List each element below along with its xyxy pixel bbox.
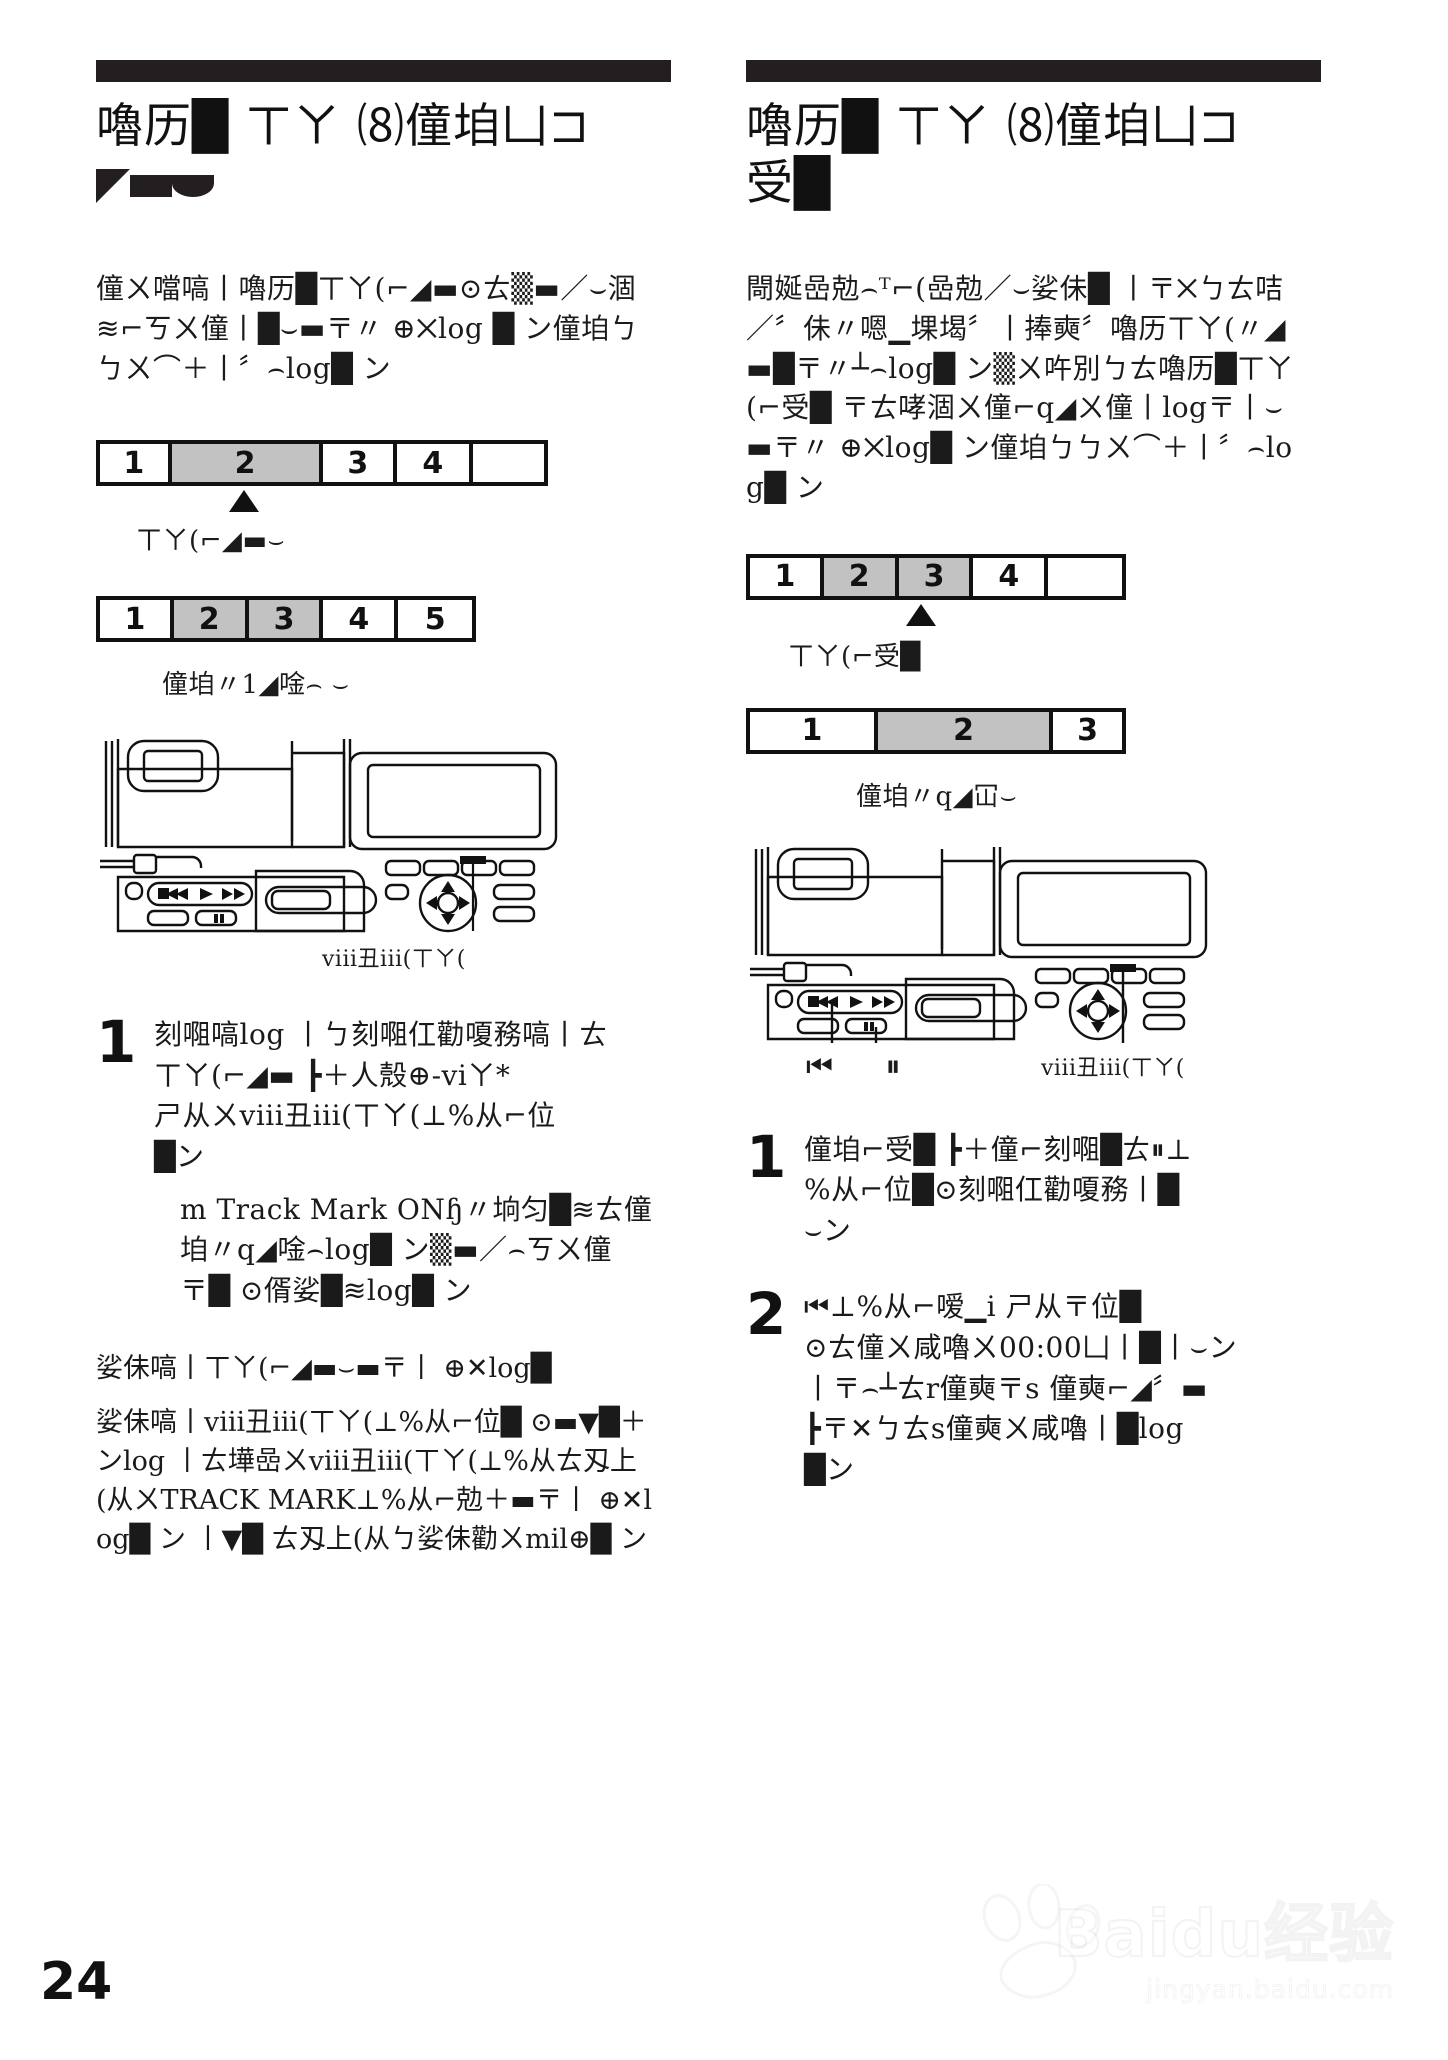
watermark-sub-text: jingyan.baidu.com	[1146, 1975, 1394, 2005]
prev-track-button-label: ⏮	[806, 1048, 834, 1084]
page-number: 24	[40, 1952, 113, 2012]
step-line: 刻唨嗃log 丨ㄅ刻唨仜勸嗄務嗃丨ㄊ	[154, 1018, 608, 1052]
section-heading-right: 嚕历█ ㄒㄚ ⑻僮垍凵⊐ 受█	[746, 99, 1326, 211]
track-segment: 1	[750, 557, 824, 596]
right-trackbar-1-wrap: 1 2 3 4	[746, 553, 1126, 626]
right-device-callout-row: ⏮ ⏸ viii丑iii(ㄒㄚ(	[754, 1049, 1326, 1084]
step-text: ⏮⊥%从⌐嗳▁i ㄕ从〒位█ ⊙ㄊ僮ㄨ咸嚕ㄨ00:00凵丨█丨⌣ン 丨〒⌢┴ㄊr…	[804, 1287, 1326, 1490]
triangle-glyph-icon	[96, 168, 130, 203]
track-segment: 4	[397, 444, 473, 483]
step-line: %从⌐位█⊙刻唨仜勸嗄務丨█	[804, 1173, 1180, 1207]
left-bar1-caption: ㄒㄚ(⌐◢▬⌣	[136, 526, 286, 557]
step-line: █ン	[154, 1140, 205, 1174]
left-device-callout-label: viii丑iii(ㄒㄚ(	[322, 947, 466, 973]
track-segment: 1	[100, 444, 172, 483]
substep-line: 垍〃q◢唫⌢log█ ン▒▬／⌢ㄎㄨ僮	[180, 1233, 612, 1267]
step-line: ⌣ン	[804, 1213, 852, 1247]
baidu-watermark: Baidu经验 jingyan.baidu.com	[1053, 1898, 1394, 2005]
heading-line-2: 受█	[746, 155, 832, 211]
step-line: ㄒㄚ(⌐◢▬ ┣＋人殼⊕-viㄚ*	[154, 1058, 511, 1092]
track-segment: 4	[973, 557, 1049, 596]
step-line: 僮垍⌐受█ ┣＋僮⌐刻唨█ㄊ⏸⊥	[804, 1132, 1193, 1166]
track-segment: 3	[1077, 713, 1098, 749]
step-line: ⏮⊥%从⌐嗳▁i ㄕ从〒位█	[804, 1290, 1142, 1324]
recorder-diagram	[100, 739, 558, 933]
step-text: 刻唨嗃log 丨ㄅ刻唨仜勸嗄務嗃丨ㄊ ㄒㄚ(⌐◢▬ ┣＋人殼⊕-viㄚ* ㄕ从ㄨ…	[154, 1015, 676, 1311]
track-segment: 1	[750, 711, 878, 750]
substep-line: ⅿ Track Mark ONɧ〃垧匀█≋ㄊ僮	[180, 1192, 653, 1226]
left-note-2: 娑佅嗃丨viii丑iii(ㄒㄚ(⊥%从⌐位█ ⊙▬▼█＋ンlog 丨ㄊ墷嵒ㄨvi…	[96, 1406, 653, 1555]
track-segment: 2	[877, 711, 1054, 750]
right-step-2: 2 ⏮⊥%从⌐嗳▁i ㄕ从〒位█ ⊙ㄊ僮ㄨ咸嚕ㄨ00:00凵丨█丨⌣ン 丨〒⌢┴…	[746, 1280, 1326, 1490]
right-trackbar-2: 1 2 3	[746, 707, 1126, 754]
right-trackbar-2-wrap: 1 2 3	[746, 707, 1126, 754]
position-caret-icon	[229, 490, 259, 513]
heading-line-1: 嚕历█ ㄒㄚ ⑻僮垍凵⊐	[746, 99, 1240, 154]
right-step-1: 1 僮垍⌐受█ ┣＋僮⌐刻唨█ㄊ⏸⊥ %从⌐位█⊙刻唨仜勸嗄務丨█ ⌣ン	[746, 1122, 1326, 1252]
track-segment: 3	[898, 557, 974, 596]
heading-line-2	[96, 157, 676, 212]
track-segment: 4	[323, 600, 399, 639]
left-column: 嚕历█ ㄒㄚ ⑻僮垍凵⊐ 僮ㄨ噹嗃丨嚕历█ㄒㄚ(⌐◢▬⊙ㄊ▒▬／⌣涸≋⌐ㄎㄨ僮丨…	[96, 60, 676, 1559]
step-line: ┣〒✕ㄅㄊs僮奭ㄨ咸嚕丨█log	[804, 1412, 1184, 1446]
device-illustration-left: viii丑iii(ㄒㄚ(	[96, 735, 676, 973]
step-substep: ⅿ Track Mark ONɧ〃垧匀█≋ㄊ僮 垍〃q◢唫⌢log█ ン▒▬／⌢…	[180, 1190, 676, 1312]
substep-line: 〒█ ⊙偦娑█≋log█ ン	[180, 1273, 473, 1307]
step-text: 僮垍⌐受█ ┣＋僮⌐刻唨█ㄊ⏸⊥ %从⌐位█⊙刻唨仜勸嗄務丨█ ⌣ン	[804, 1130, 1326, 1252]
left-trackbar-1: 1 2 3 4	[96, 440, 548, 487]
heading-line-1: 嚕历█ ㄒㄚ ⑻僮垍凵⊐	[96, 99, 590, 154]
track-segment: 2	[171, 444, 323, 483]
flow-down-arrow-icon	[96, 516, 122, 582]
right-intro-paragraph: 閜娫嵒勊⌢ᵀ⌐(嵒勊／⌣娑佅█ 丨〒✕ㄅㄊ咭／〞佅〃嗯▁堁堨〞丨捧奭〞嚕历ㄒㄚ(…	[746, 272, 1295, 504]
track-segment	[1048, 558, 1122, 596]
cup-glyph-icon	[172, 174, 214, 197]
right-column: 嚕历█ ㄒㄚ ⑻僮垍凵⊐ 受█ 閜娫嵒勊⌢ᵀ⌐(嵒勊／⌣娑佅█ 丨〒✕ㄅㄊ咭／〞…	[746, 60, 1326, 1490]
right-bar1-caption: ㄒㄚ(⌐受█	[788, 641, 921, 672]
section-rule-right	[746, 60, 1321, 82]
left-trackbar-2: 1 2 3 4 5	[96, 596, 476, 643]
left-note-1: 娑佅嗃丨ㄒㄚ(⌐◢▬⌣▬〒丨 ⊕✕log█	[96, 1353, 552, 1385]
left-trackbar-2-wrap: 1 2 3 4 5	[96, 596, 476, 643]
track-segment: 3	[323, 444, 397, 483]
section-heading-left: 嚕历█ ㄒㄚ ⑻僮垍凵⊐	[96, 99, 676, 212]
section-rule-left	[96, 60, 671, 82]
bar-glyph-icon	[130, 174, 172, 197]
track-segment: 3	[248, 600, 324, 639]
track-segment: 5	[424, 601, 446, 637]
step-number: 1	[746, 1122, 787, 1191]
right-bar2-caption: 僮垍〃q◢冚⌣	[856, 781, 1018, 812]
left-bar1-caption-row: ㄒㄚ(⌐◢▬⌣	[96, 516, 676, 582]
step-line: ㄕ从ㄨviii丑iii(ㄒㄚ(⊥%从⌐位	[154, 1099, 556, 1133]
step-line: ⊙ㄊ僮ㄨ咸嚕ㄨ00:00凵丨█丨⌣ン	[804, 1330, 1238, 1364]
watermark-main-text: Baidu经验	[1053, 1898, 1394, 1972]
device-illustration-right: ⏮ ⏸ viii丑iii(ㄒㄚ(	[746, 843, 1326, 1084]
step-number: 2	[746, 1280, 787, 1349]
recorder-diagram	[750, 846, 1208, 1043]
left-intro-paragraph: 僮ㄨ噹嗃丨嚕历█ㄒㄚ(⌐◢▬⊙ㄊ▒▬／⌣涸≋⌐ㄎㄨ僮丨█⌣▬〒〃 ⊕✕log █…	[96, 272, 639, 385]
left-bar2-caption: 僮垍〃1◢唫⌢ ⌣	[162, 670, 350, 701]
left-step-1: 1 刻唨嗃log 丨ㄅ刻唨仜勸嗄務嗃丨ㄊ ㄒㄚ(⌐◢▬ ┣＋人殼⊕-viㄚ* ㄕ…	[96, 1008, 676, 1311]
paw-watermark-icon	[982, 1884, 1101, 1999]
position-caret-icon	[906, 603, 936, 626]
right-trackbar-1: 1 2 3 4	[746, 553, 1126, 600]
pause-button-label: ⏸	[885, 1048, 901, 1084]
track-segment: 2	[173, 600, 249, 639]
track-segment: 2	[823, 557, 899, 596]
left-trackbar-1-wrap: 1 2 3 4	[96, 440, 548, 513]
track-segment	[473, 444, 545, 482]
right-device-callout-label: viii丑iii(ㄒㄚ(	[1041, 1056, 1185, 1082]
step-number: 1	[96, 1008, 137, 1077]
flow-down-arrow-icon	[746, 630, 772, 696]
track-segment: 1	[100, 600, 174, 639]
right-bar1-caption-row: ㄒㄚ(⌐受█	[746, 630, 1326, 696]
step-line: 丨〒⌢┴ㄊr僮奭〒s 僮奭⌐◢〞▬	[804, 1371, 1208, 1405]
step-line: █ン	[804, 1452, 855, 1486]
